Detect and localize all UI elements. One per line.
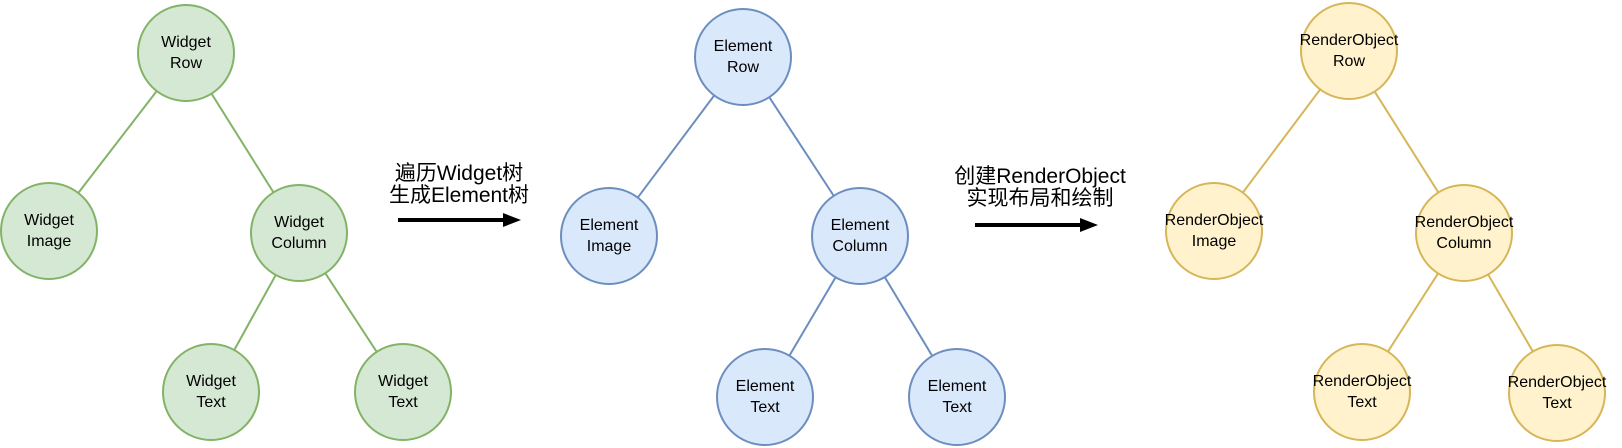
node-renderobject-column-label: RenderObject Column [1414, 214, 1514, 252]
node-renderobject-row: RenderObject Row [1300, 2, 1398, 100]
node-renderobject-image-label: RenderObject Image [1164, 212, 1264, 250]
arrow-element-to-renderobject [975, 218, 1098, 232]
node-element-row-label: Element Row [713, 38, 773, 76]
node-element-text-1: Element Text [716, 348, 814, 446]
node-element-column-label: Element Column [830, 217, 890, 255]
node-element-text-2: Element Text [908, 348, 1006, 446]
node-element-image-label: Element Image [579, 217, 639, 255]
node-renderobject-text-1-label: RenderObject Text [1312, 373, 1412, 411]
node-element-column: Element Column [811, 187, 909, 285]
arrow-head-icon [1080, 218, 1098, 232]
widget-tree-edges [48, 52, 404, 393]
node-widget-image: Widget Image [0, 182, 98, 280]
node-renderobject-text-2: RenderObject Text [1508, 344, 1606, 442]
node-renderobject-text-1: RenderObject Text [1313, 343, 1411, 441]
arrow-widget-to-element [398, 213, 521, 227]
node-element-row: Element Row [694, 8, 792, 106]
node-renderobject-column: RenderObject Column [1415, 184, 1513, 282]
node-renderobject-row-label: RenderObject Row [1299, 32, 1399, 70]
node-widget-row-label: Widget Row [161, 34, 211, 72]
node-renderobject-image: RenderObject Image [1165, 182, 1263, 280]
node-widget-column-label: Widget Column [271, 214, 327, 252]
arrow-2-caption: 创建RenderObject 实现布局和绘制 [954, 165, 1126, 210]
node-widget-text-1: Widget Text [162, 343, 260, 441]
node-element-text-2-label: Element Text [927, 378, 987, 416]
node-element-text-1-label: Element Text [735, 378, 795, 416]
node-widget-image-label: Widget Image [24, 212, 74, 250]
arrow-head-icon [503, 213, 521, 227]
node-renderobject-text-2-label: RenderObject Text [1507, 374, 1607, 412]
node-widget-text-2-label: Widget Text [378, 373, 428, 411]
node-widget-column: Widget Column [250, 184, 348, 282]
arrow-1-caption: 遍历Widget树 生成Element树 [388, 162, 530, 207]
node-widget-row: Widget Row [137, 4, 235, 102]
node-widget-text-1-label: Widget Text [186, 373, 236, 411]
node-widget-text-2: Widget Text [354, 343, 452, 441]
node-element-image: Element Image [560, 187, 658, 285]
